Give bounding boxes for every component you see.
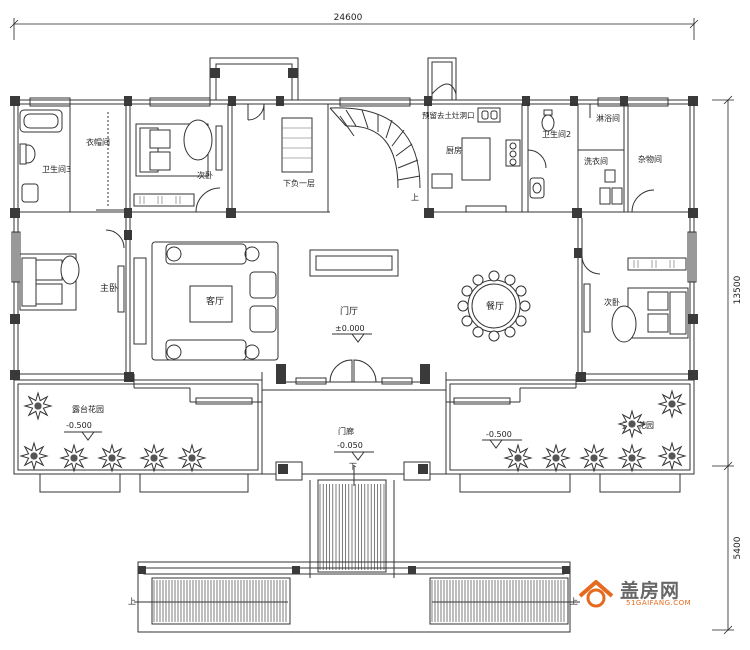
logo-url: 51GAIFANG.COM [626,599,692,607]
bed-secondary-left-room: 次卧 [129,103,229,213]
dimension-right: 13500 5400 [712,95,743,635]
house-logo-icon [576,576,616,610]
terrace-left: 露台花园 -0.500 [13,379,263,493]
label-dining: 餐厅 [486,300,504,312]
plant-symbol [23,391,53,421]
label-bath2: 卫生间2 [542,129,571,139]
stair-down-room: 下负一层 [231,103,329,213]
lower-platform: 上 上 [128,561,580,633]
label-shaft: 预留去土灶洞口 [422,110,475,120]
dim-depth-upper: 13500 [733,275,743,304]
dim-depth-lower: 5400 [733,536,743,559]
label-bath3: 卫生间3 [42,164,71,174]
plant-symbol [177,443,207,473]
plant-symbol [97,443,127,473]
partition-walls [10,208,698,382]
main-stair [309,466,395,578]
label-shower: 淋浴间 [596,113,620,123]
plant-symbol [657,441,687,471]
plant-symbol [579,443,609,473]
label-master-bed: 主卧 [100,282,118,294]
label-kitchen: 厨房 [446,145,462,155]
plant-symbol [503,443,533,473]
arrow-down: 下 [349,462,357,471]
plant-symbol [617,409,647,439]
master-bed-room: 主卧 [19,253,125,313]
top-bay-left [209,57,299,101]
bath2-room: 卫生间2 [527,103,579,213]
arrow-up-right: 上 [570,597,578,606]
label-bed-secondary-left: 次卧 [197,170,213,180]
kitchen-room: 预留去土灶洞口 厨房 [422,103,523,213]
exterior-walls [10,96,698,370]
label-down-basement: 下负一层 [283,178,315,188]
level-terrace-left: -0.500 [66,421,92,430]
label-porch: 门廊 [338,426,354,436]
dim-width: 24600 [334,13,363,23]
plant-symbol [59,443,89,473]
plant-symbol [541,443,571,473]
watermark-logo [576,574,746,614]
level-terrace-right: -0.500 [486,430,512,439]
shower-laundry-room: 淋浴间 洗衣间 [577,103,625,213]
plants [19,389,687,473]
terrace-right: 露台花园 -0.500 [445,379,695,493]
label-laundry: 洗衣间 [584,156,608,166]
closet-room: 衣帽间 [69,104,127,212]
storage-room: 杂物间 [627,103,691,213]
dining-area: 餐厅 [457,270,531,342]
label-terrace-left: 露台花园 [72,404,104,414]
label-closet: 衣帽间 [86,137,110,147]
level-porch: -0.050 [337,441,363,450]
label-foyer: 门厅 [340,305,358,317]
foyer-area: 门厅 ±0.000 [309,249,399,343]
label-bed-secondary-right: 次卧 [604,297,620,307]
plant-symbol [19,441,49,471]
bed-secondary-right-room: 次卧 [583,257,689,343]
living-room: 客厅 [133,241,279,361]
dining-chairs [457,270,531,342]
arrow-up-left: 上 [128,597,136,606]
stair-up-arrow: 上 [411,193,419,202]
level-foyer: ±0.000 [335,324,365,333]
label-storage: 杂物间 [638,154,662,164]
plant-symbol [657,389,687,419]
label-living: 客厅 [206,295,224,307]
plant-symbol [139,443,169,473]
plant-symbol [617,443,647,473]
front-facade [133,359,577,405]
spiral-stair: 上 [329,107,421,202]
porch: 门廊 -0.050 下 [261,389,447,481]
top-bay-right [427,57,457,101]
dimension-top: 24600 [9,13,699,40]
logo-name: 盖房网 [620,580,681,602]
bath3-room: 卫生间3 [17,103,71,213]
